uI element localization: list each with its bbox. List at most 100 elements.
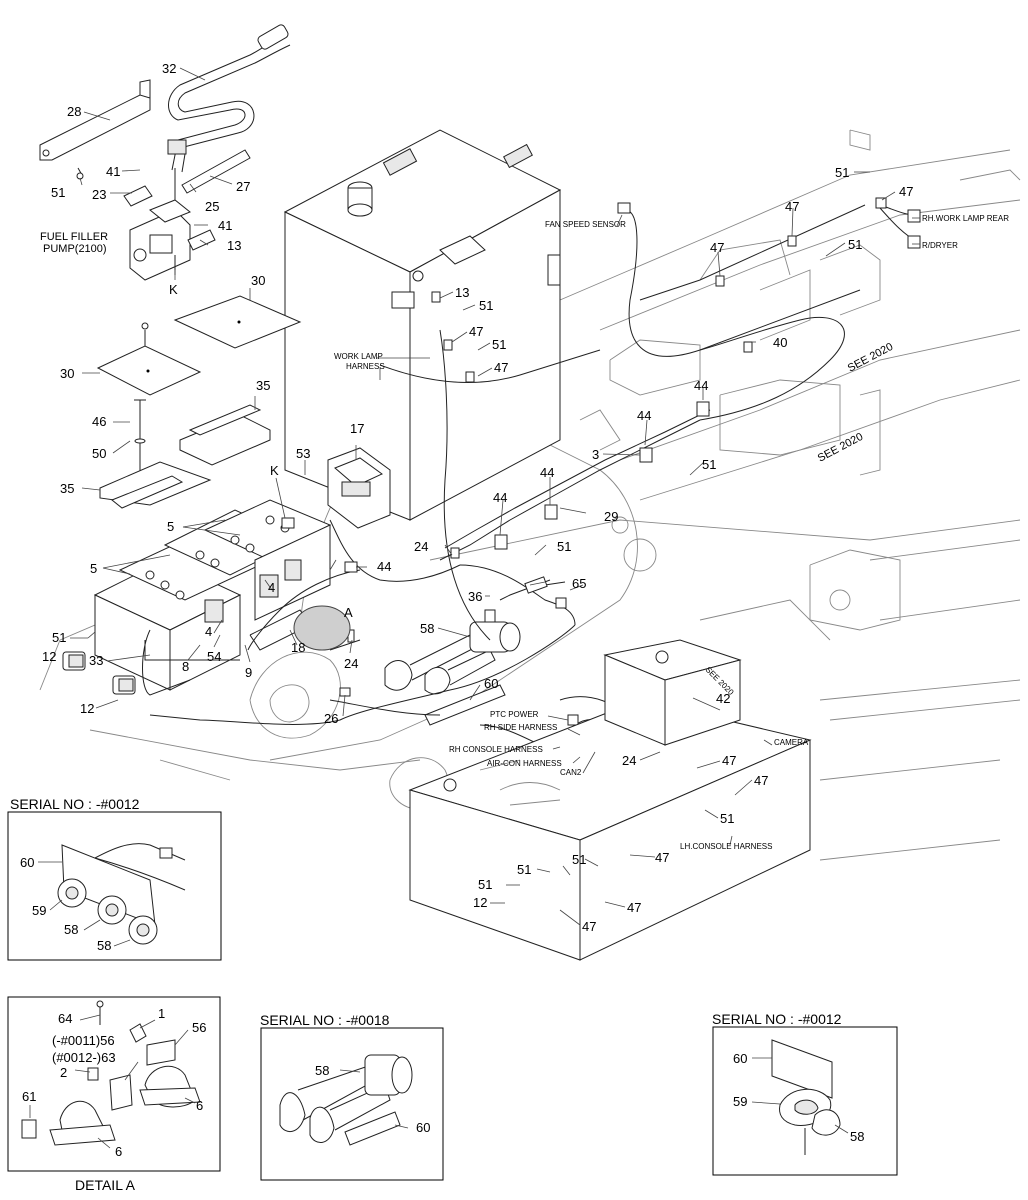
callout-51: 51 [557,539,571,554]
inset-title: SERIAL NO : -#0012 [10,796,140,812]
callout-51: 51 [479,298,493,313]
callout-47: 47 [582,919,596,934]
callout-5: 5 [167,519,174,534]
detail-a-marker [293,605,351,651]
callout-60: 60 [416,1120,430,1135]
callout-4: 4 [268,580,275,595]
callout-17: 17 [350,421,364,436]
callout-5: 5 [90,561,97,576]
callout-41: 41 [218,218,232,233]
work-lamp-harness-label: HARNESS [346,362,385,371]
callout-54: 54 [207,649,221,664]
callout-a: A [344,605,353,620]
callout-61: 61 [22,1089,36,1104]
callout-50: 50 [92,446,106,461]
callout-13: 13 [455,285,469,300]
callout-47: 47 [710,240,724,255]
callout-13: 13 [227,238,241,253]
callout-64: 64 [58,1011,72,1026]
callout-25: 25 [205,199,219,214]
callout-44: 44 [694,378,708,393]
inset-detail-a: 64 1 56 (-#0011)56 (#0012-)63 2 61 6 6 D… [7,996,221,1193]
callout-47: 47 [722,753,736,768]
inset-serial-0012-right: SERIAL NO : -#0012 60 59 58 [712,1011,898,1176]
batteries [93,499,332,696]
callout-47: 47 [655,850,669,865]
work-lamp-harness-label: WORK LAMP [334,352,383,361]
inset-serial-0018: SERIAL NO : -#0018 58 60 [260,1012,444,1181]
callout-k: K [270,463,279,478]
callouts: 32 28 41 27 51 23 25 41 13 FUEL FILLER P… [40,61,1009,934]
callout-58: 58 [850,1129,864,1144]
callout-47: 47 [785,199,799,214]
callout-3: 3 [592,447,599,462]
callout-12: 12 [473,895,487,910]
callout-33: 33 [89,653,103,668]
callout-60: 60 [20,855,34,870]
main-horns [384,609,521,726]
rh-work-lamp-rear-label: RH.WORK LAMP REAR [922,214,1009,223]
callout-59: 59 [32,903,46,918]
inset-serial-0012-left: SERIAL NO : -#0012 60 59 58 58 [7,796,222,961]
callout-58: 58 [97,938,111,953]
cover-plates [96,295,302,509]
callout-2: 2 [60,1065,67,1080]
callout-24: 24 [414,539,428,554]
callout-35: 35 [60,481,74,496]
callout-6: 6 [115,1144,122,1159]
callout-51: 51 [52,630,66,645]
callout-46: 46 [92,414,106,429]
inset-title: DETAIL A [75,1177,136,1193]
callout-56-63-b: (#0012-)63 [52,1050,116,1065]
see-2020-label: SEE 2020 [846,341,895,375]
callout-51: 51 [478,877,492,892]
lh-console-harness-label: LH.CONSOLE HARNESS [680,842,772,851]
callout-56: 56 [192,1020,206,1035]
cab-base [408,639,812,961]
r-dryer-label: R/DRYER [922,241,958,250]
callout-47: 47 [494,360,508,375]
callout-51: 51 [492,337,506,352]
callout-44: 44 [377,559,391,574]
callout-47: 47 [627,900,641,915]
upper-frame [559,129,1021,501]
callout-59: 59 [733,1094,747,1109]
callout-42: 42 [716,691,730,706]
callout-24: 24 [622,753,636,768]
inset-title: SERIAL NO : -#0018 [260,1012,390,1028]
work-lamps [62,651,526,916]
callout-47: 47 [899,184,913,199]
callout-4: 4 [205,624,212,639]
callout-k: K [169,282,178,297]
fan-speed-sensor-label: FAN SPEED SENSOR [545,220,626,229]
hydraulic-tank [283,129,562,521]
callout-30: 30 [60,366,74,381]
callout-6: 6 [196,1098,203,1113]
callout-30: 30 [251,273,265,288]
can2-label: CAN2 [560,768,582,777]
callout-44: 44 [493,490,507,505]
callout-60: 60 [733,1051,747,1066]
callout-44: 44 [637,408,651,423]
callout-58: 58 [64,922,78,937]
callout-65: 65 [572,576,586,591]
ptc-power-label: PTC POWER [490,710,539,719]
callout-41: 41 [106,164,120,179]
callout-9: 9 [245,665,252,680]
callout-51: 51 [848,237,862,252]
callout-53: 53 [296,446,310,461]
bracket-28 [39,79,151,180]
callout-58: 58 [420,621,434,636]
air-con-harness-label: AIR-CON HARNESS [487,759,562,768]
callout-51: 51 [517,862,531,877]
callout-56-63-a: (-#0011)56 [52,1033,115,1048]
callout-28: 28 [67,104,81,119]
leader-lines [70,67,920,926]
callout-51: 51 [572,852,586,867]
fuel-filler-label: PUMP(2100) [43,243,107,255]
callout-47: 47 [754,773,768,788]
callout-18: 18 [291,640,305,655]
callout-51: 51 [720,811,734,826]
controller-17 [327,447,391,529]
callout-24: 24 [344,656,358,671]
